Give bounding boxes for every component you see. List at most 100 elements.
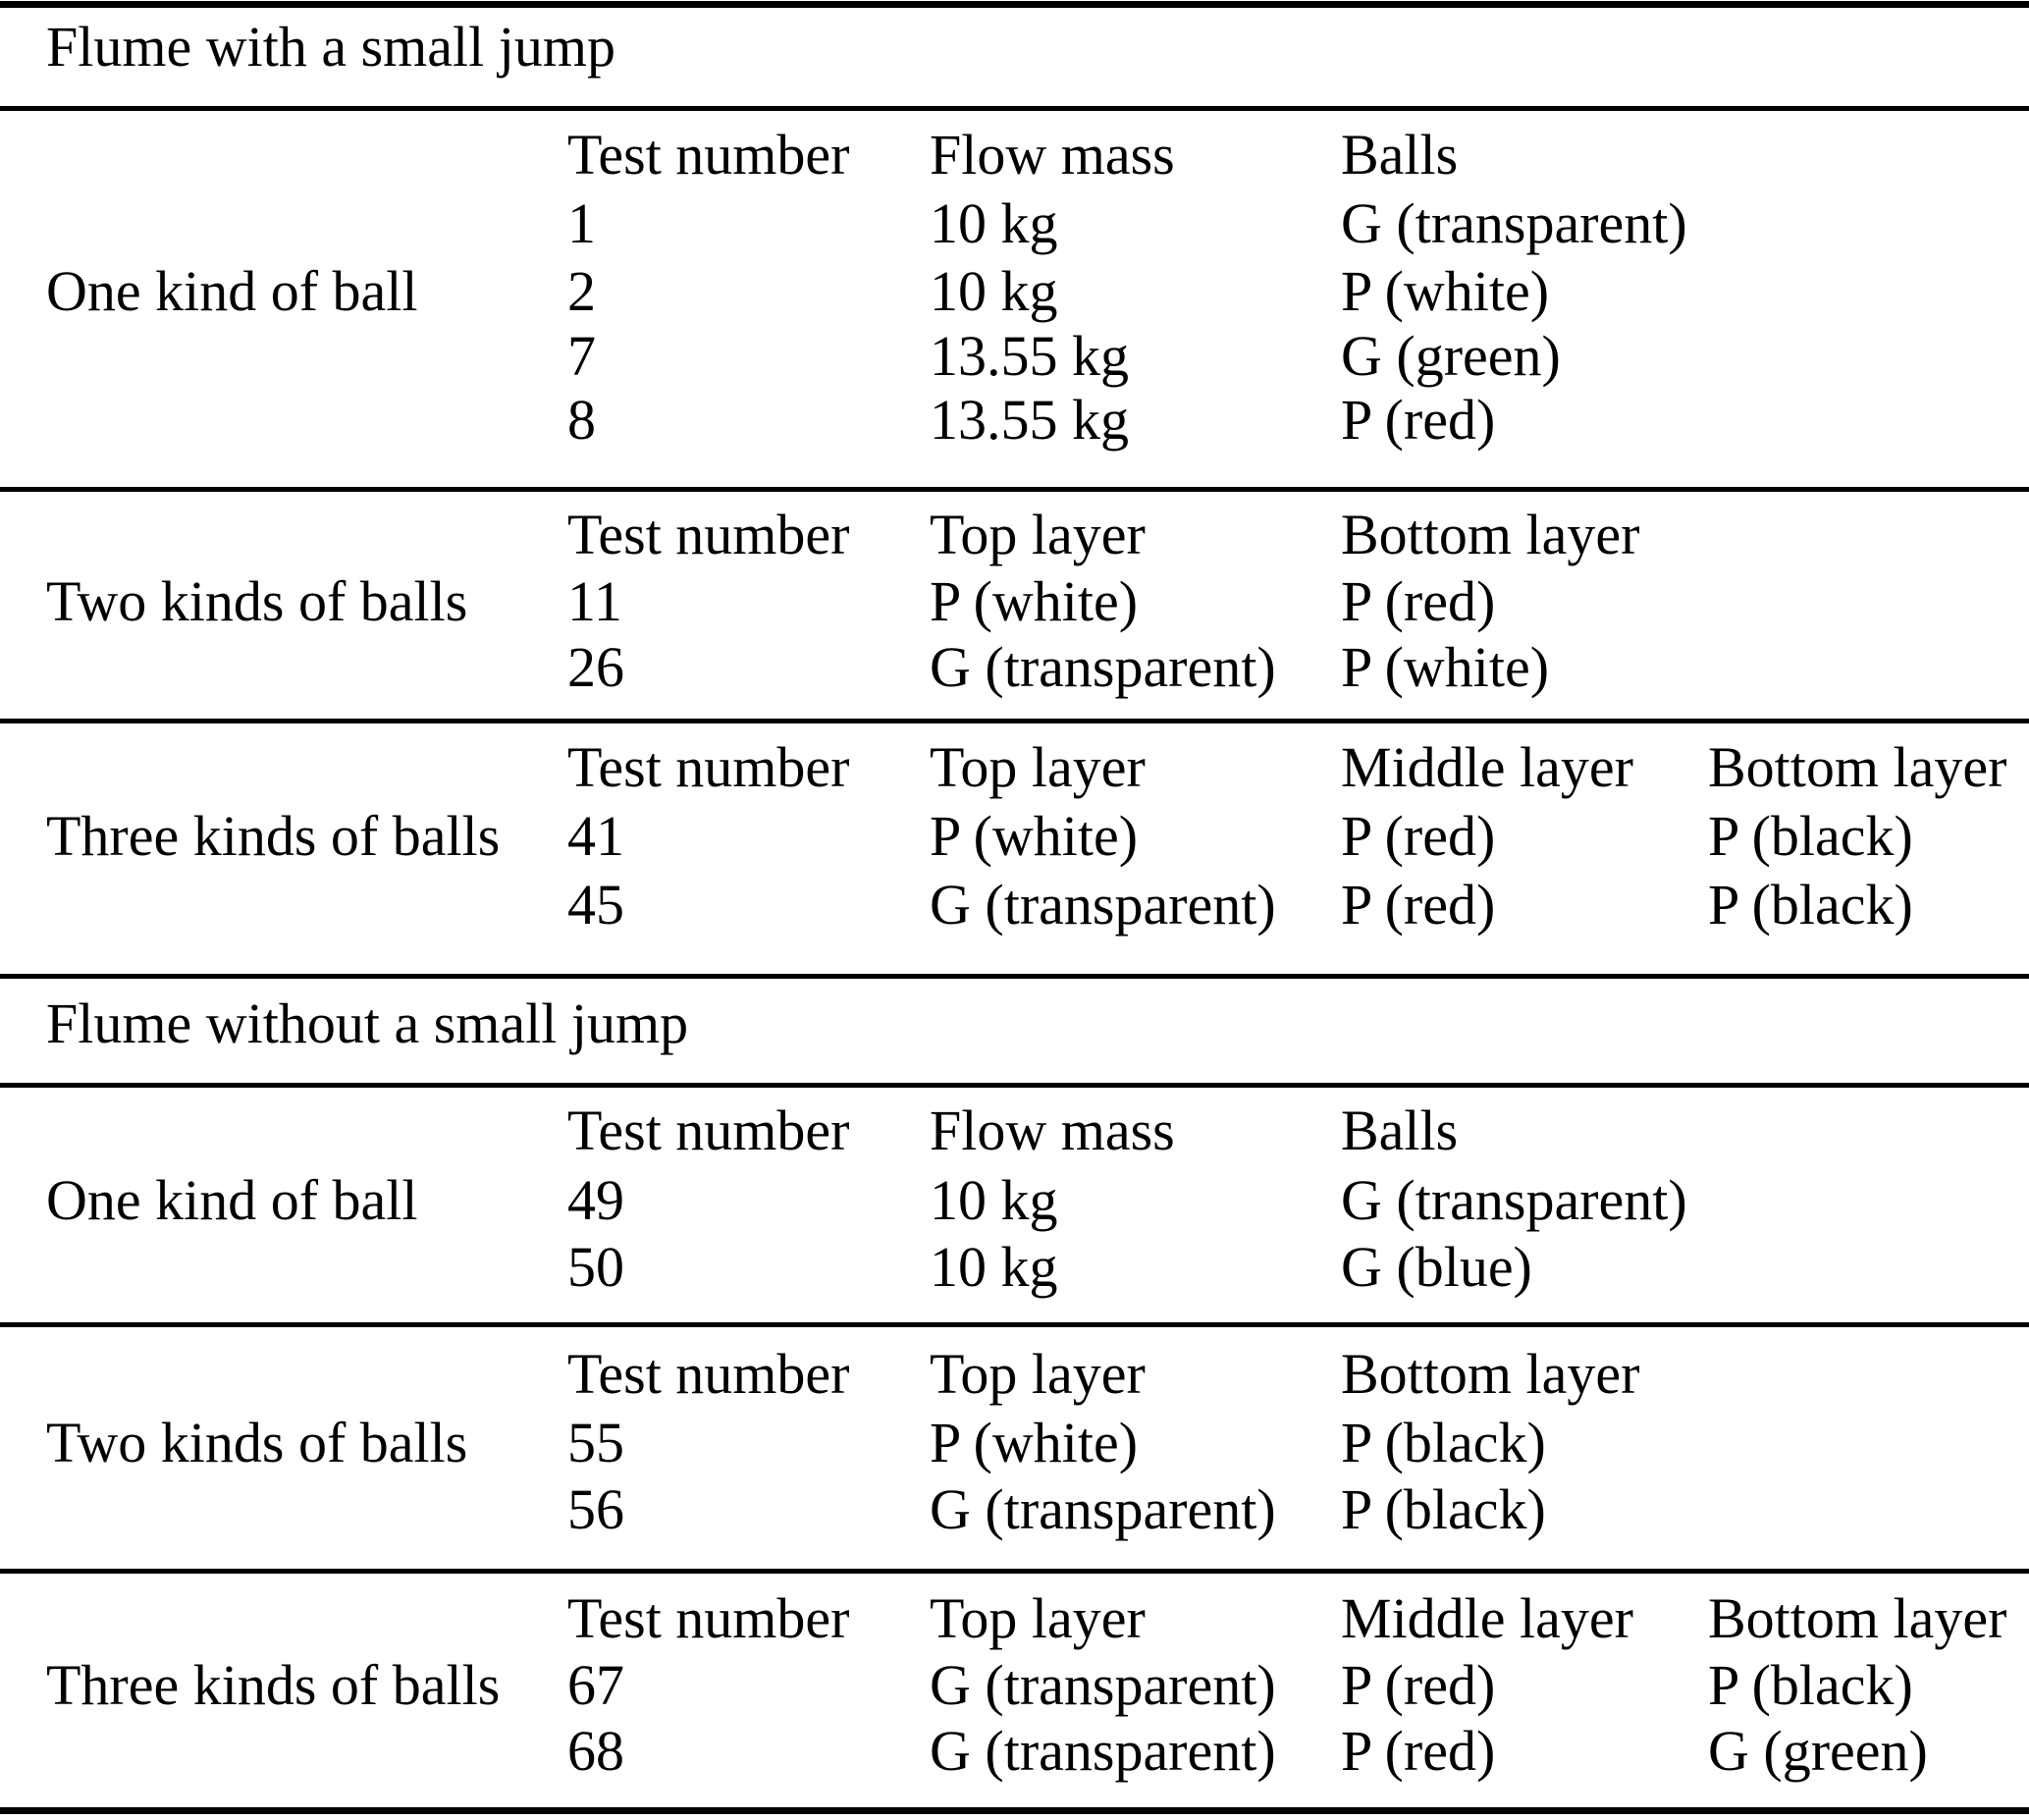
mid-rule <box>0 106 2029 111</box>
cell-balls: P (red) <box>1341 388 1496 452</box>
mid-rule <box>0 974 2029 979</box>
cell-middle-layer: P (red) <box>1341 1653 1496 1717</box>
table-row: Test number Flow mass Balls <box>0 122 2029 188</box>
group-label: Three kinds of balls <box>46 1653 501 1717</box>
section-heading: Flume with a small jump <box>46 15 615 79</box>
cell-balls: G (transparent) <box>1341 191 1687 255</box>
table-row: 7 13.55 kg G (green) <box>0 323 2029 390</box>
cell-test-number: 41 <box>567 804 624 868</box>
group-label: One kind of ball <box>46 259 418 323</box>
group-label: Two kinds of balls <box>46 569 468 633</box>
cell-top-layer: G (transparent) <box>930 873 1276 937</box>
cell-balls: G (blue) <box>1341 1235 1532 1299</box>
cell-flow-mass: 10 kg <box>930 191 1058 255</box>
column-header: Top layer <box>930 735 1146 799</box>
cell-top-layer: P (white) <box>930 1411 1139 1474</box>
table-row: Flume without a small jump <box>0 990 2029 1057</box>
table-row: One kind of ball 2 10 kg P (white) <box>0 258 2029 325</box>
cell-bottom-layer: P (black) <box>1708 873 1913 937</box>
table-row: Three kinds of balls 67 G (transparent) … <box>0 1652 2029 1719</box>
mid-rule <box>0 1569 2029 1574</box>
group-label: One kind of ball <box>46 1168 418 1232</box>
table-row: 45 G (transparent) P (red) P (black) <box>0 872 2029 938</box>
table-row: Test number Top layer Bottom layer <box>0 1341 2029 1408</box>
column-header: Flow mass <box>930 123 1175 187</box>
group-label: Three kinds of balls <box>46 804 501 868</box>
column-header: Test number <box>567 1586 850 1650</box>
cell-flow-mass: 10 kg <box>930 1235 1058 1299</box>
column-header: Middle layer <box>1341 735 1633 799</box>
cell-middle-layer: P (red) <box>1341 1719 1496 1783</box>
cell-test-number: 50 <box>567 1235 624 1299</box>
column-header: Test number <box>567 1098 850 1162</box>
column-header: Bottom layer <box>1341 1342 1640 1406</box>
cell-test-number: 45 <box>567 873 624 937</box>
column-header: Bottom layer <box>1341 503 1640 566</box>
cell-top-layer: G (transparent) <box>930 1477 1276 1541</box>
mid-rule <box>0 1083 2029 1088</box>
cell-test-number: 68 <box>567 1719 624 1783</box>
cell-balls: P (white) <box>1341 259 1550 323</box>
column-header: Test number <box>567 735 850 799</box>
cell-top-layer: P (white) <box>930 569 1139 633</box>
cell-flow-mass: 10 kg <box>930 259 1058 323</box>
cell-top-layer: P (white) <box>930 804 1139 868</box>
cell-test-number: 55 <box>567 1411 624 1474</box>
table-row: 56 G (transparent) P (black) <box>0 1476 2029 1543</box>
group-label: Two kinds of balls <box>46 1411 468 1474</box>
column-header: Top layer <box>930 503 1146 566</box>
cell-balls: G (green) <box>1341 324 1561 388</box>
table-row: Test number Flow mass Balls <box>0 1097 2029 1164</box>
table-row: 68 G (transparent) P (red) G (green) <box>0 1718 2029 1785</box>
cell-bottom-layer: G (green) <box>1708 1719 1928 1783</box>
column-header: Bottom layer <box>1708 735 2007 799</box>
column-header: Test number <box>567 123 850 187</box>
column-header: Balls <box>1341 1098 1459 1162</box>
cell-balls: G (transparent) <box>1341 1168 1687 1232</box>
cell-test-number: 26 <box>567 635 624 699</box>
table-row: Test number Top layer Middle layer Botto… <box>0 1585 2029 1652</box>
cell-top-layer: G (transparent) <box>930 1653 1276 1717</box>
mid-rule <box>0 719 2029 723</box>
table-row: One kind of ball 49 10 kg G (transparent… <box>0 1167 2029 1234</box>
cell-test-number: 1 <box>567 191 596 255</box>
cell-flow-mass: 13.55 kg <box>930 388 1129 452</box>
cell-bottom-layer: P (black) <box>1708 1653 1913 1717</box>
cell-flow-mass: 13.55 kg <box>930 324 1129 388</box>
cell-test-number: 49 <box>567 1168 624 1232</box>
column-header: Test number <box>567 1342 850 1406</box>
cell-middle-layer: P (red) <box>1341 873 1496 937</box>
table-row: 1 10 kg G (transparent) <box>0 190 2029 257</box>
mid-rule <box>0 1322 2029 1327</box>
cell-test-number: 67 <box>567 1653 624 1717</box>
cell-middle-layer: P (red) <box>1341 804 1496 868</box>
cell-bottom-layer: P (black) <box>1708 804 1913 868</box>
cell-bottom-layer: P (white) <box>1341 635 1550 699</box>
cell-test-number: 2 <box>567 259 596 323</box>
column-header: Test number <box>567 503 850 566</box>
cell-test-number: 7 <box>567 324 596 388</box>
cell-top-layer: G (transparent) <box>930 1719 1276 1783</box>
cell-test-number: 11 <box>567 569 622 633</box>
cell-bottom-layer: P (black) <box>1341 1477 1546 1541</box>
cell-flow-mass: 10 kg <box>930 1168 1058 1232</box>
cell-bottom-layer: P (red) <box>1341 569 1496 633</box>
cell-test-number: 8 <box>567 388 596 452</box>
cell-test-number: 56 <box>567 1477 624 1541</box>
mid-rule <box>0 487 2029 492</box>
column-header: Balls <box>1341 123 1459 187</box>
table-row: Two kinds of balls 55 P (white) P (black… <box>0 1410 2029 1476</box>
column-header: Middle layer <box>1341 1586 1633 1650</box>
table-row: 26 G (transparent) P (white) <box>0 634 2029 701</box>
column-header: Top layer <box>930 1586 1146 1650</box>
table-row: Flume with a small jump <box>0 14 2029 80</box>
bottom-rule <box>0 1807 2029 1814</box>
table-row: Two kinds of balls 11 P (white) P (red) <box>0 568 2029 635</box>
table-row: Three kinds of balls 41 P (white) P (red… <box>0 803 2029 870</box>
section-heading: Flume without a small jump <box>46 991 689 1055</box>
cell-bottom-layer: P (black) <box>1341 1411 1546 1474</box>
table-row: 50 10 kg G (blue) <box>0 1234 2029 1301</box>
cell-top-layer: G (transparent) <box>930 635 1276 699</box>
column-header: Top layer <box>930 1342 1146 1406</box>
